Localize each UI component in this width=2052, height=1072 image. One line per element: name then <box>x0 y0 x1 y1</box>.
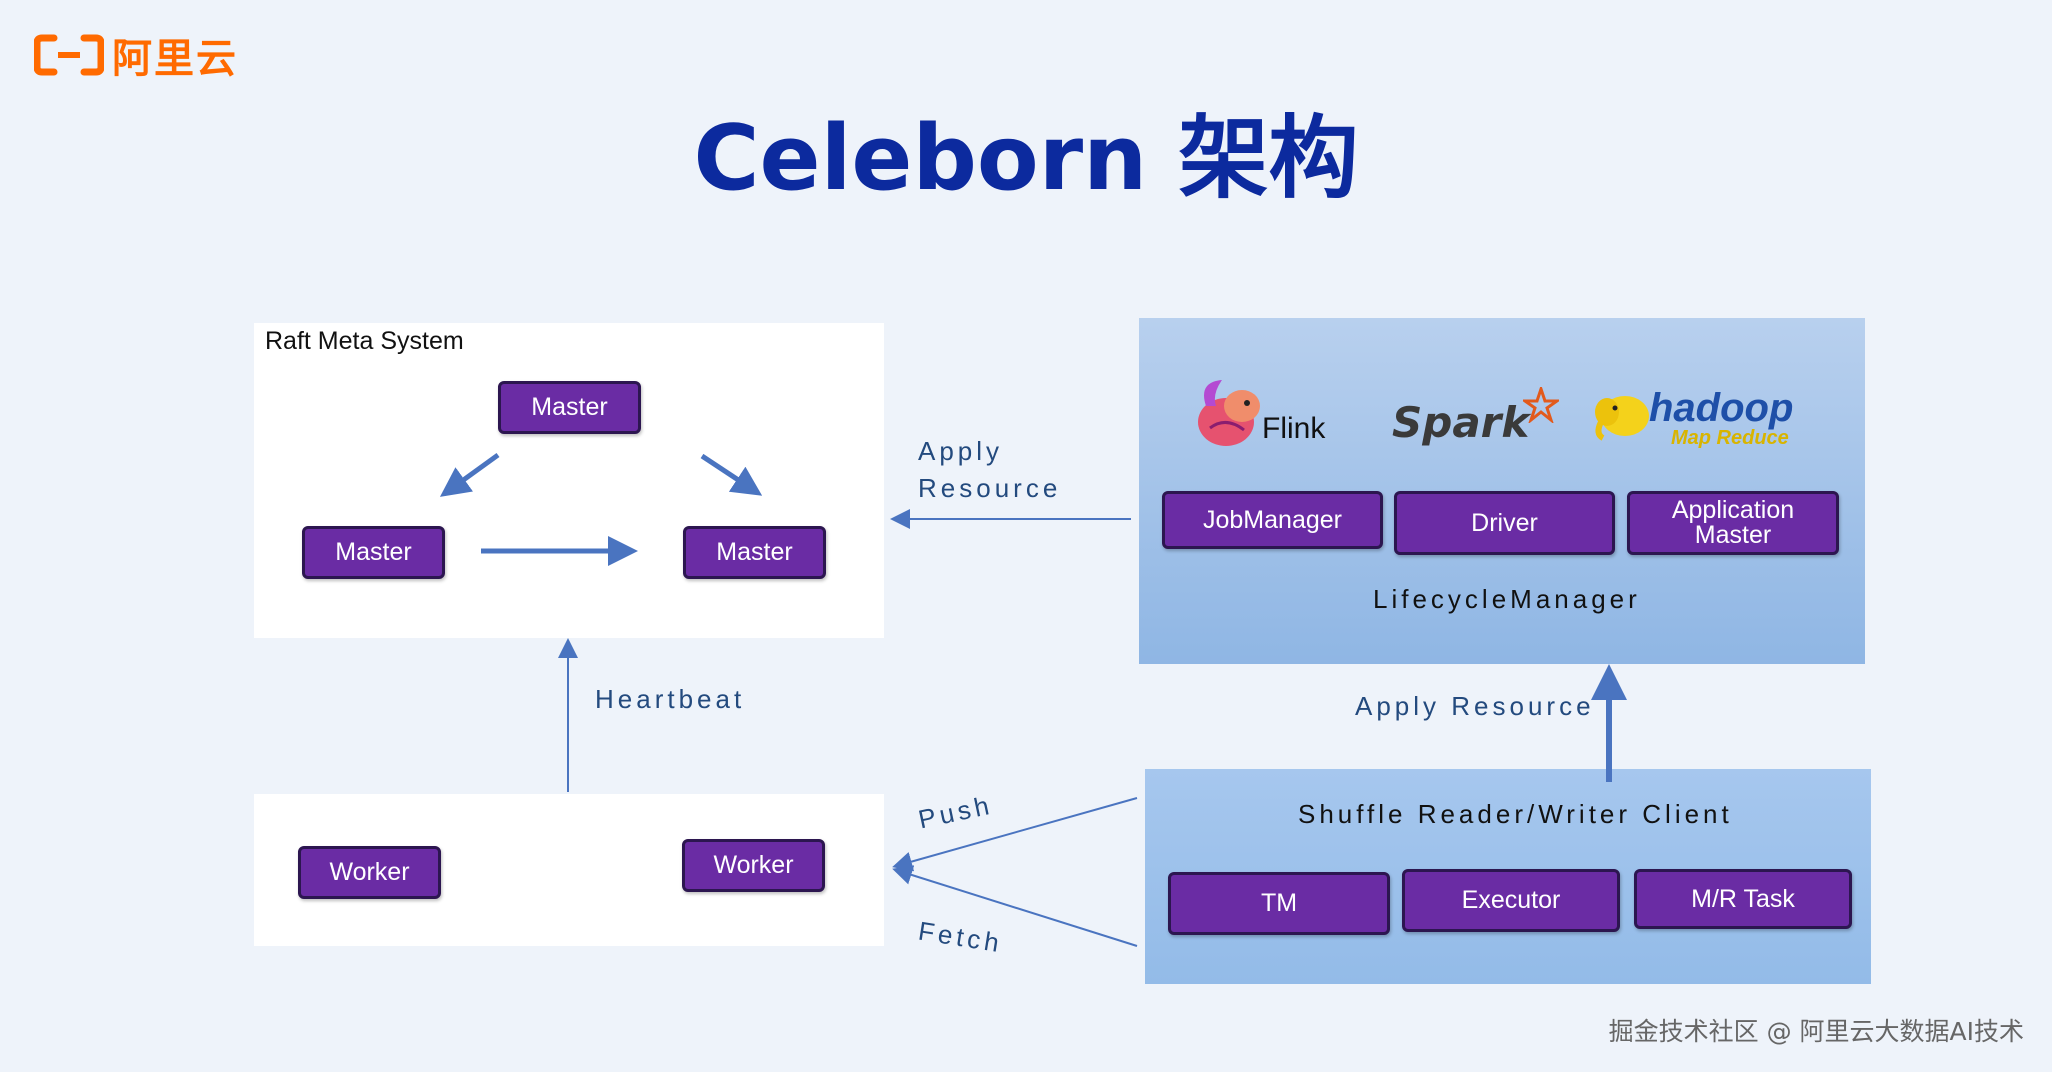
jobmanager-node: JobManager <box>1162 491 1383 549</box>
shuffle-client-title: Shuffle Reader/Writer Client <box>1298 799 1733 829</box>
raft-panel-label: Raft Meta System <box>265 327 464 355</box>
master-node-top: Master <box>498 381 641 434</box>
hadoop-logo: hadoop Map Reduce <box>1593 388 1793 448</box>
lifecycle-manager-label: LifecycleManager <box>1373 584 1641 614</box>
arrow-master-top-to-right <box>700 453 763 496</box>
master-node-right: Master <box>683 526 826 579</box>
spark-label: Spark <box>1392 398 1530 447</box>
spark-star-icon <box>1520 384 1563 428</box>
arrow-fetch <box>892 865 1138 947</box>
flink-logo: Flink <box>1192 376 1325 457</box>
flink-label: Flink <box>1262 411 1326 445</box>
aliyun-logo: 阿里云 <box>33 30 238 82</box>
page-title: Celeborn 架构 <box>693 106 1359 211</box>
hadoop-label: hadoop <box>1649 386 1794 430</box>
flink-squirrel-icon <box>1192 376 1270 457</box>
tm-node: TM <box>1168 872 1390 935</box>
raft-meta-system-panel <box>254 323 884 638</box>
apply-resource-label-right: Apply Resource <box>1355 691 1595 721</box>
mr-task-node: M/R Task <box>1634 869 1852 929</box>
executor-node: Executor <box>1402 869 1620 932</box>
apply-resource-top-text: Apply Resource <box>918 436 1062 503</box>
arrow-master-top-to-left <box>439 452 500 497</box>
aliyun-bracket-icon <box>33 34 105 76</box>
apply-resource-label-top: Apply Resource <box>918 433 1118 507</box>
driver-node: Driver <box>1394 491 1615 555</box>
master-node-left: Master <box>302 526 445 579</box>
hadoop-sub-label: Map Reduce <box>1671 427 1789 449</box>
application-master-node: Application Master <box>1627 491 1839 555</box>
logo-text: 阿里云 <box>112 36 238 82</box>
heartbeat-label: Heartbeat <box>595 684 746 714</box>
footer-watermark: 掘金技术社区 @ 阿里云大数据AI技术 <box>1608 1017 2024 1046</box>
worker-node-right: Worker <box>682 839 825 892</box>
worker-node-left: Worker <box>298 846 441 899</box>
arrow-push <box>892 797 1138 872</box>
spark-logo: Spark <box>1392 384 1563 447</box>
hadoop-elephant-icon <box>1593 388 1653 447</box>
